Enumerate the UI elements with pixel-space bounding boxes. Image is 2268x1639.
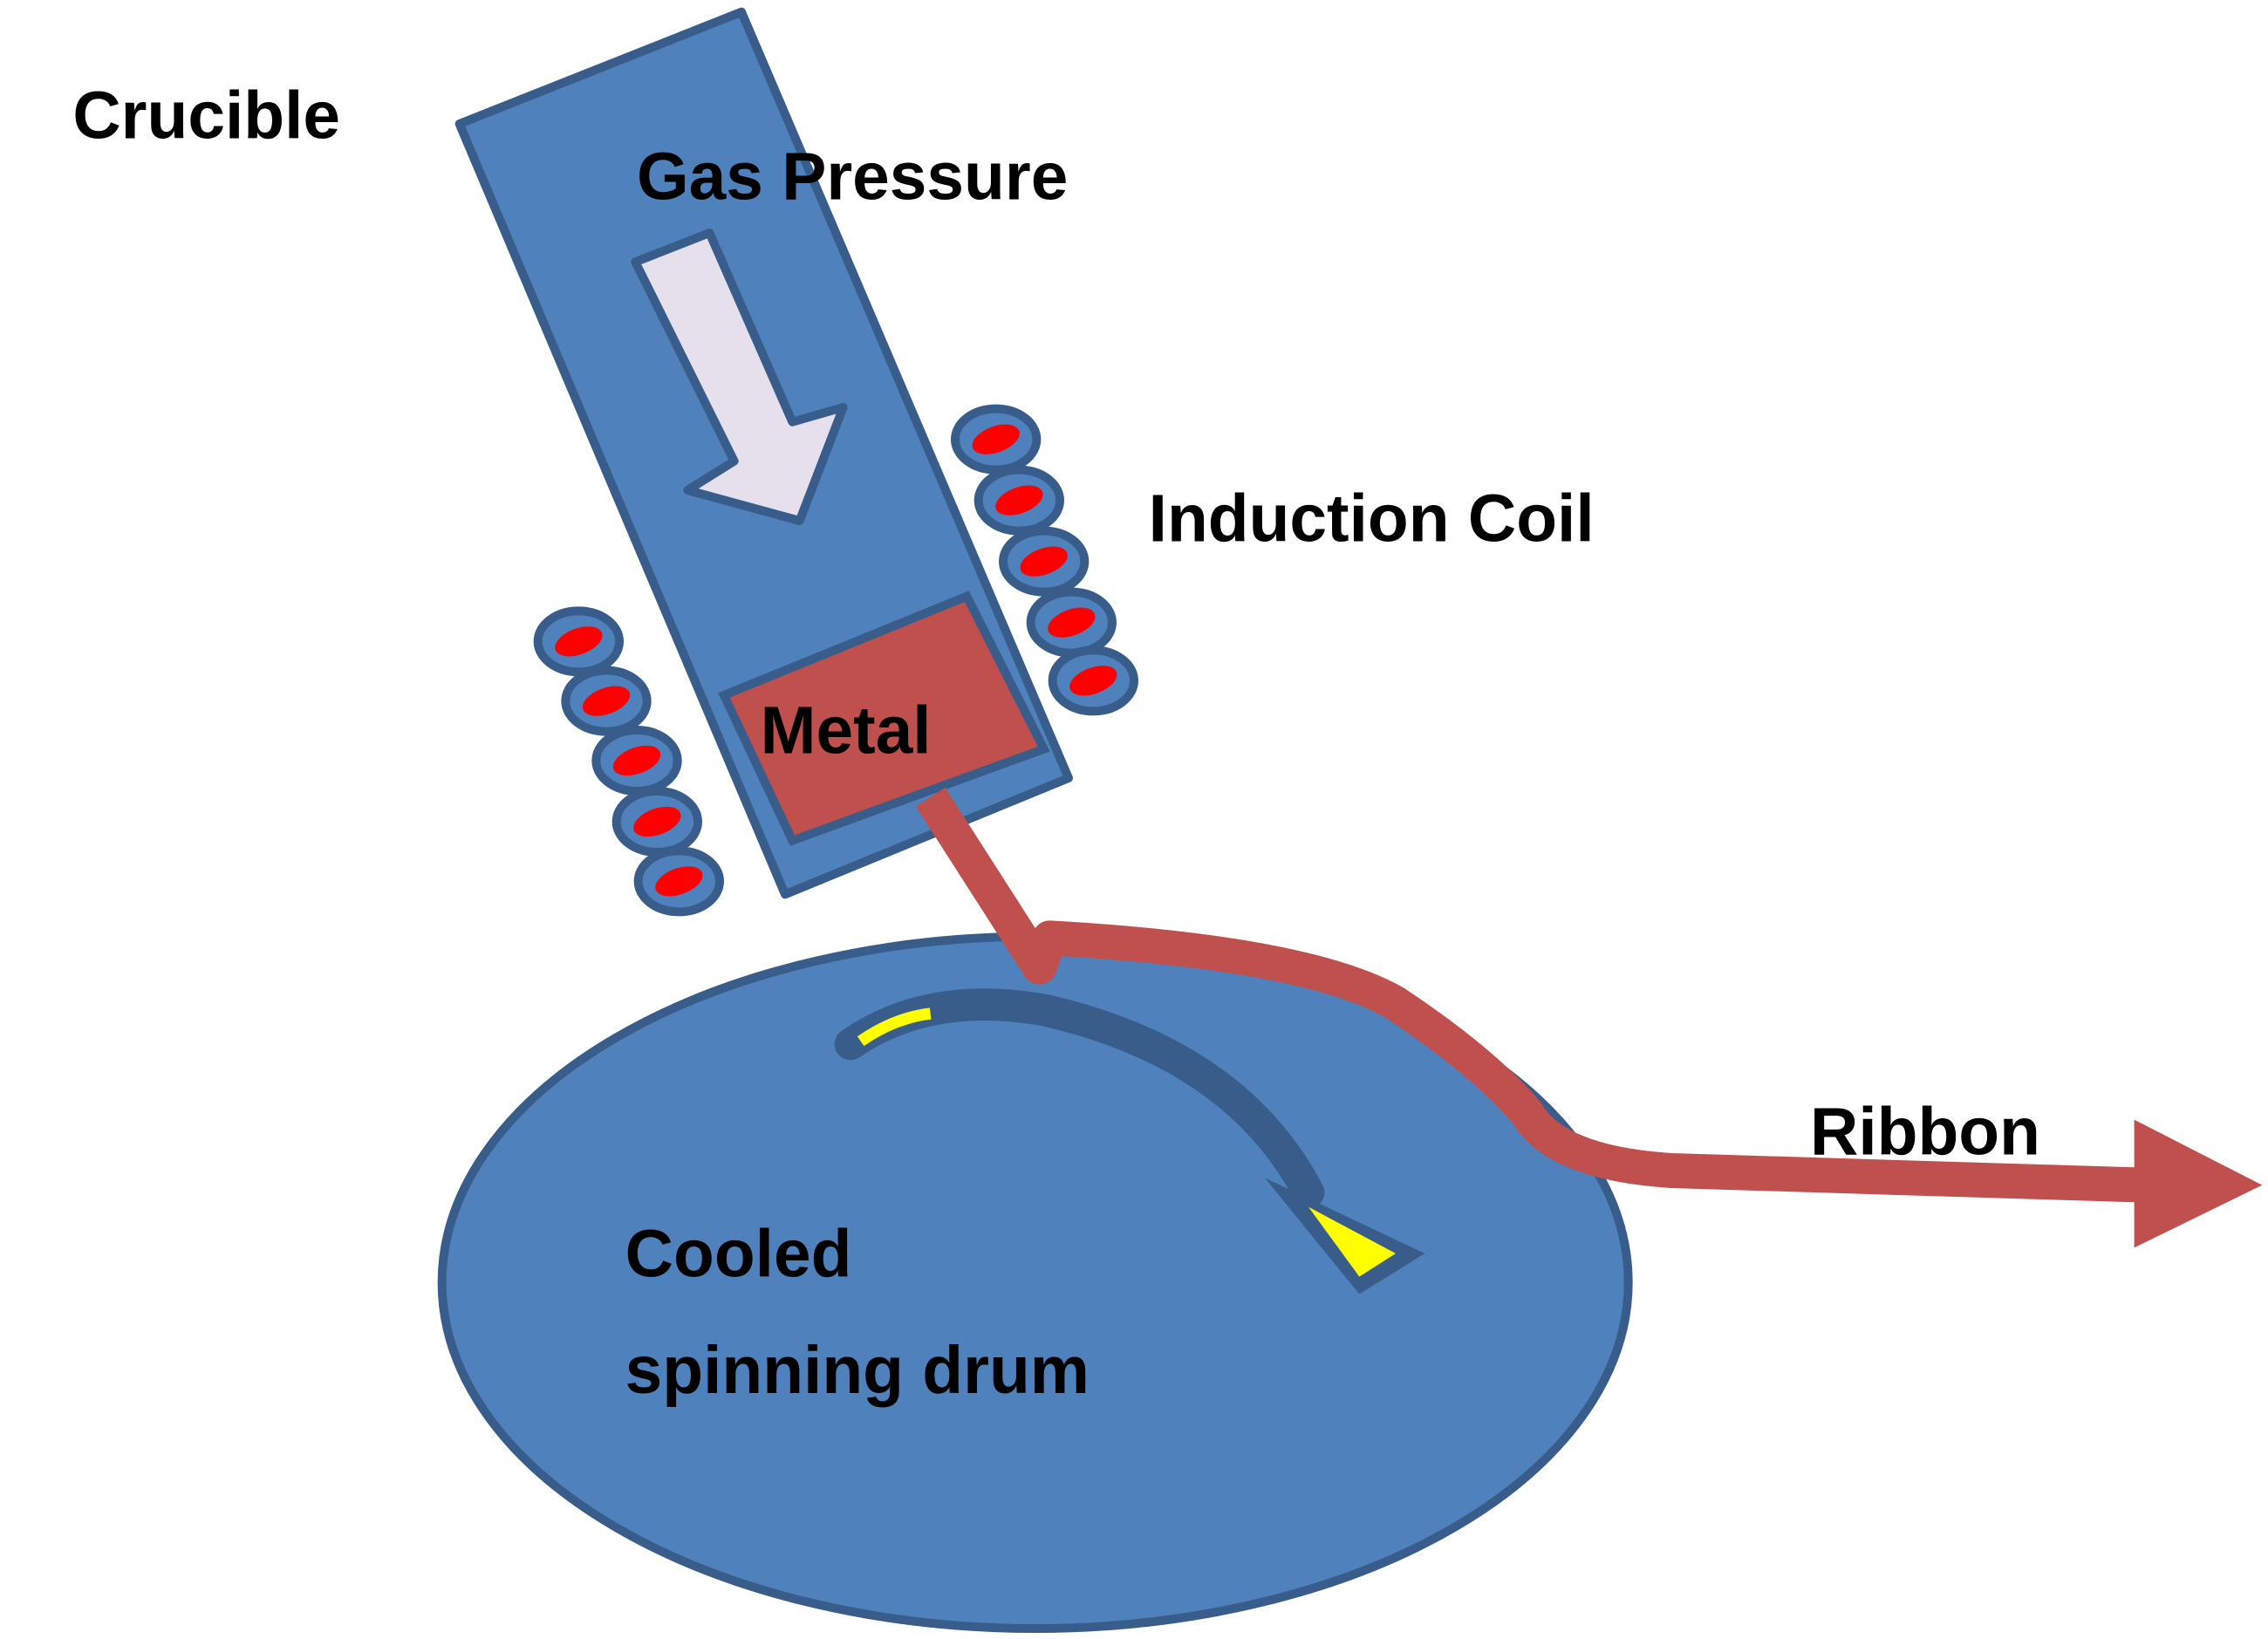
induction-coil-left [533,606,724,917]
label-spinning-drum: spinning drum [625,1334,1090,1408]
label-crucible: Crucible [72,79,340,154]
coil-wire [555,626,603,657]
label-ribbon: Ribbon [1810,1096,2040,1170]
ribbon-stream [915,787,2145,1203]
coil-wire [612,745,661,776]
label-metal: Metal [761,694,932,768]
coil-wire [582,686,631,716]
coil-wire [655,866,703,897]
induction-coil-right [951,404,1139,716]
label-cooled: Cooled [625,1218,852,1292]
label-gas-pressure: Gas Pressure [637,140,1068,215]
coil-wire [1069,666,1117,696]
coil-wire [1020,546,1068,577]
coil-wire [995,485,1043,516]
coil-wire [633,806,681,837]
coil-wire [972,424,1020,454]
gas-pressure-arrow-icon [631,229,848,526]
rotation-arrow-icon [834,988,1425,1294]
molten-metal [718,591,1050,846]
ribbon-arrowhead-icon [2134,1119,2263,1248]
label-induction-coil: Induction Coil [1149,481,1595,556]
coil-wire [1048,607,1096,638]
